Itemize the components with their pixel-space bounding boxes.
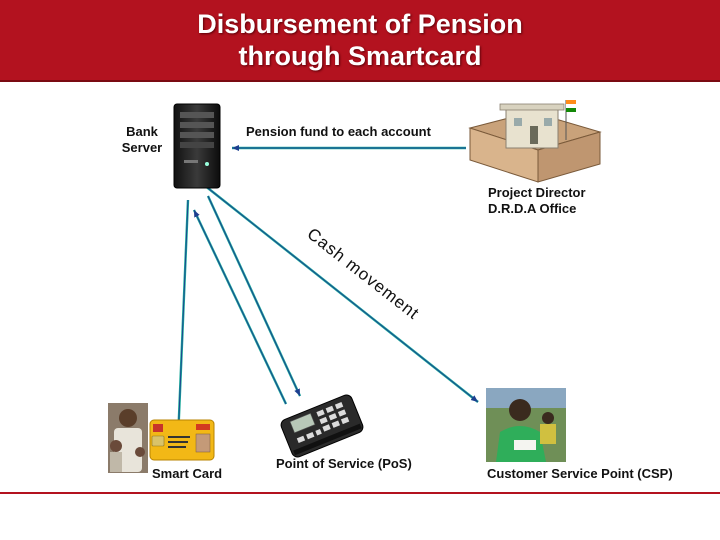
bank-server-label-line-2: Server (121, 140, 163, 155)
pension-fund-label: Pension fund to each account (246, 124, 431, 139)
smart-card-label: Smart Card (152, 466, 223, 481)
arrow-server-to-smartcard (175, 199, 190, 441)
title-banner: Disbursement of Pension through Smartcar… (0, 0, 720, 82)
pos-label: Point of Service (PoS) (276, 456, 412, 471)
arrow-pos-to-server (192, 209, 288, 405)
smart-card-holder-photo-icon (108, 403, 148, 473)
bottom-divider (0, 492, 720, 494)
bank-server-label: Bank Server (118, 124, 166, 156)
title-line-2: through Smartcard (238, 41, 482, 71)
edge-label-cash-movement: Cash movement (304, 224, 423, 323)
drda-office-label-line-2: D.R.D.A Office (488, 201, 577, 216)
title-line-1: Disbursement of Pension (197, 9, 523, 39)
csp-label: Customer Service Point (CSP) (487, 466, 673, 481)
arrow-server-to-csp (203, 184, 479, 403)
arrow-server-to-pos (206, 195, 302, 397)
drda-office-label-line-1: Project Director (488, 185, 586, 200)
drda-office-label: Project Director D.R.D.A Office (488, 185, 586, 217)
smart-card-icon (149, 419, 215, 461)
bank-server-label-line-1: Bank (126, 124, 158, 139)
office-building-icon (468, 100, 602, 183)
customer-photo-icon (486, 388, 566, 462)
server-icon (173, 103, 221, 189)
pos-terminal-icon (280, 394, 364, 458)
